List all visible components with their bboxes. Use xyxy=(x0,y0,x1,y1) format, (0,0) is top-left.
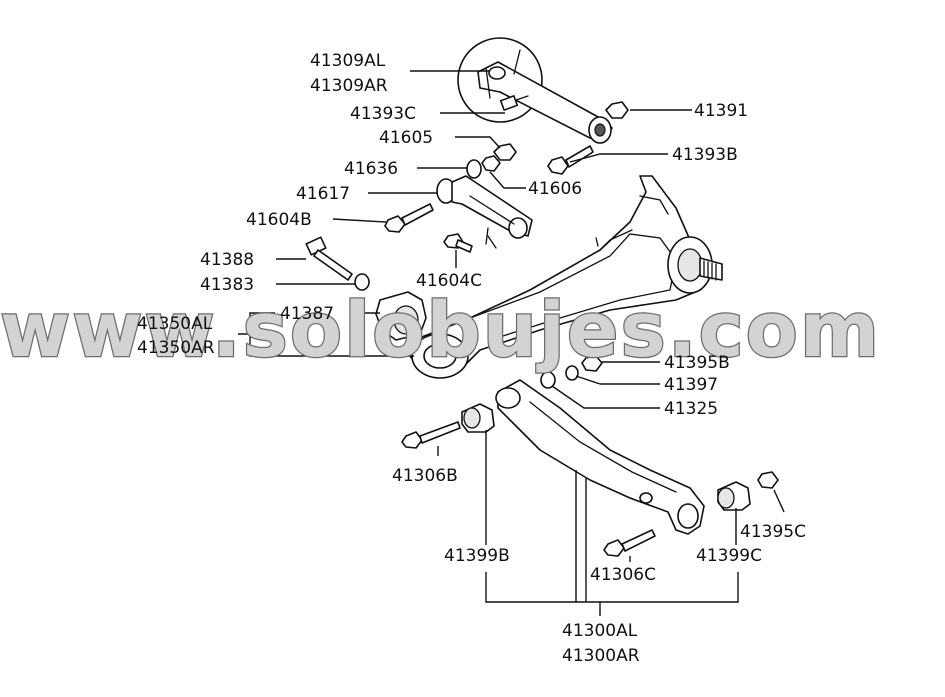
label-41395C: 41395C xyxy=(740,522,806,542)
upper-arm-41309 xyxy=(457,37,613,144)
bolt-41393B xyxy=(547,145,594,175)
label-41350AL: 41350AL xyxy=(137,314,213,334)
label-41399B: 41399B xyxy=(444,546,510,566)
washer-41325 xyxy=(540,371,556,389)
bolt-41604B xyxy=(384,203,434,233)
bolt-41306C xyxy=(603,529,656,557)
label-41395B: 41395B xyxy=(664,353,730,373)
bushing-41636 xyxy=(466,159,482,179)
nut-41395B xyxy=(581,355,603,372)
lower-arm-41300 xyxy=(495,379,705,535)
label-41393C: 41393C xyxy=(350,104,416,124)
label-41606: 41606 xyxy=(528,179,582,199)
washer-41383 xyxy=(354,273,370,291)
label-41391: 41391 xyxy=(694,101,748,121)
link-41617 xyxy=(436,175,533,249)
label-41306C: 41306C xyxy=(590,565,656,585)
bushing-41399C xyxy=(717,481,751,511)
bushing-41399B xyxy=(461,403,495,433)
label-41388: 41388 xyxy=(200,250,254,270)
washer-41605 xyxy=(493,143,517,161)
label-41300AR: 41300AR xyxy=(562,646,640,666)
bushing-41387 xyxy=(375,291,427,341)
leader-lines xyxy=(238,70,785,616)
label-41636: 41636 xyxy=(344,159,398,179)
label-41325: 41325 xyxy=(664,399,718,419)
nut-41391 xyxy=(605,101,629,119)
label-41617: 41617 xyxy=(296,184,350,204)
label-41387: 41387 xyxy=(280,304,334,324)
label-41309AR: 41309AR xyxy=(310,76,388,96)
watermark-text: www.solobujes.com xyxy=(0,285,881,374)
label-41605: 41605 xyxy=(379,128,433,148)
label-41393B: 41393B xyxy=(672,145,738,165)
label-41604B: 41604B xyxy=(246,210,312,230)
bolt-41306B xyxy=(401,421,461,449)
bolt-41388 xyxy=(305,236,353,281)
label-41604C: 41604C xyxy=(416,271,482,291)
bolt-41604C xyxy=(443,233,473,253)
washer-41397 xyxy=(565,365,579,381)
label-41397: 41397 xyxy=(664,375,718,395)
nut-41395C xyxy=(757,471,779,489)
label-41399C: 41399C xyxy=(696,546,762,566)
label-41306B: 41306B xyxy=(392,466,458,486)
label-41300AL: 41300AL xyxy=(562,621,638,641)
label-41309AL: 41309AL xyxy=(310,51,386,71)
label-41383: 41383 xyxy=(200,275,254,295)
label-41350AR: 41350AR xyxy=(137,338,215,358)
nut-41606 xyxy=(481,155,501,172)
part-labels: 41309AL 41309AR 41393C 41391 41605 41393… xyxy=(137,51,806,666)
bolt-41393C xyxy=(499,95,529,111)
